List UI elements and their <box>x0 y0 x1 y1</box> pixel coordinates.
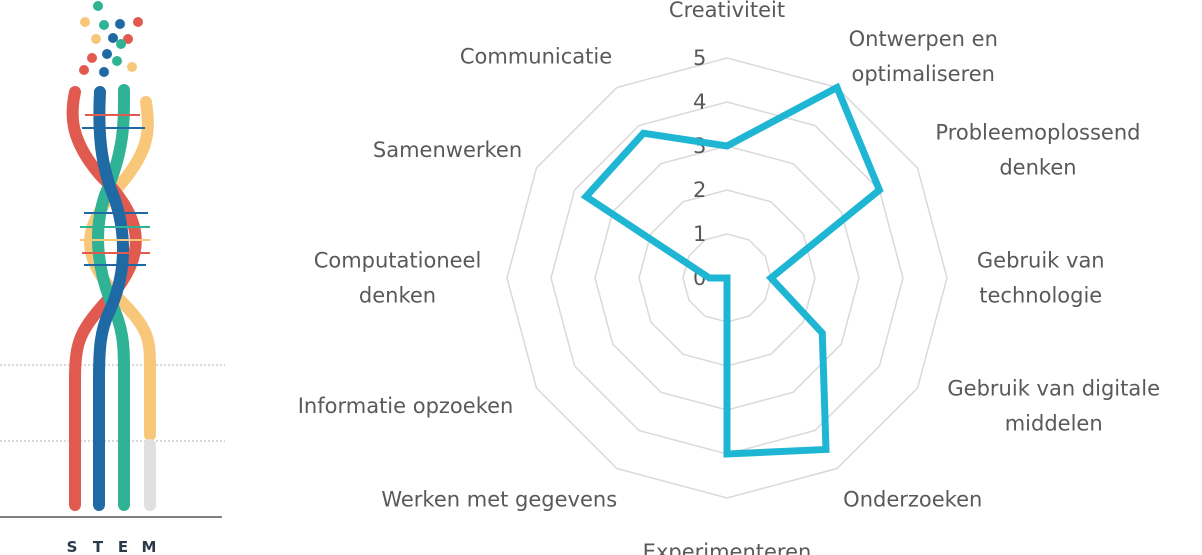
tick-label-5: 5 <box>693 46 706 70</box>
helix <box>66 84 156 511</box>
radar-series <box>580 82 884 458</box>
axis-label-11: Communicatie <box>460 44 612 68</box>
stem-logo: S T E M <box>0 1 225 555</box>
axis-label-7: Werken met gegevens <box>381 488 617 512</box>
tick-label-2: 2 <box>693 178 706 202</box>
axis-label-8: Informatie opzoeken <box>298 394 514 418</box>
series-line-0 <box>580 82 884 458</box>
helix-rungs <box>80 114 150 266</box>
axis-label-5: Onderzoeken <box>843 488 982 512</box>
grid-ring-5 <box>506 57 948 499</box>
tick-label-1: 1 <box>693 222 706 246</box>
tick-label-4: 4 <box>693 90 706 114</box>
axis-label-0: Creativiteit <box>669 0 785 22</box>
stem-letter-s: S <box>67 538 80 555</box>
stem-letter-t: T <box>93 538 105 555</box>
axis-label-6: Experimenteren <box>643 540 812 555</box>
confetti-dots <box>79 1 143 77</box>
stem-letter-m: M <box>142 538 159 555</box>
axis-label-10: Samenwerken <box>373 138 522 162</box>
stem-letter-e: E <box>118 538 130 555</box>
